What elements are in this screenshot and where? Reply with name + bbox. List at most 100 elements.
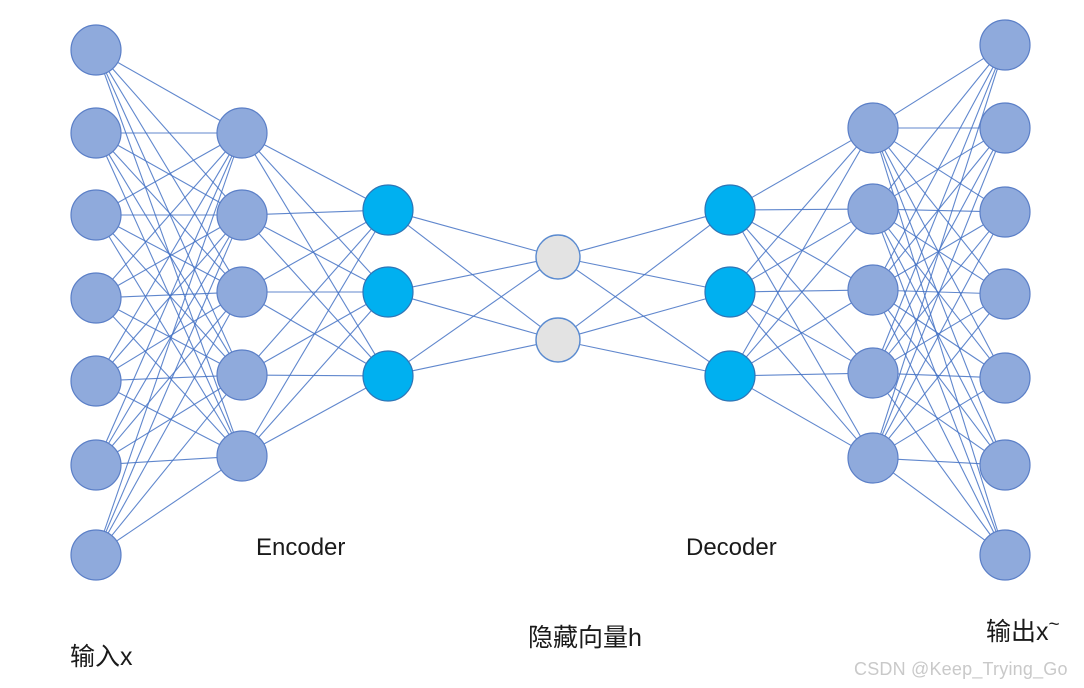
network-edge bbox=[742, 231, 861, 437]
network-edge bbox=[754, 289, 849, 293]
neuron-node-output-layer-5 bbox=[979, 352, 1031, 404]
network-edge bbox=[258, 228, 372, 357]
network-edge bbox=[111, 394, 227, 536]
network-edge bbox=[117, 144, 221, 204]
network-edge bbox=[117, 304, 221, 369]
neuron-node-output-layer-4 bbox=[979, 268, 1031, 320]
output-label-tilde: ~ bbox=[1048, 614, 1060, 636]
network-edge bbox=[120, 456, 218, 465]
network-edge bbox=[754, 372, 849, 377]
network-edge bbox=[881, 151, 997, 442]
network-edge bbox=[879, 151, 999, 532]
network-edge bbox=[108, 71, 230, 271]
network-edge bbox=[894, 390, 984, 446]
nodes-group bbox=[70, 19, 1031, 581]
network-edge bbox=[894, 306, 984, 361]
network-edge bbox=[112, 151, 226, 274]
output-label-base: 输出x bbox=[986, 618, 1049, 646]
network-edge bbox=[887, 309, 991, 446]
network-edge bbox=[116, 469, 222, 542]
neuron-node-decoder-hidden-1-1 bbox=[704, 184, 756, 236]
network-edge bbox=[263, 221, 367, 281]
neuron-node-decoder-hidden-2-4 bbox=[847, 347, 899, 399]
output-label: 输出x~ bbox=[986, 616, 1060, 646]
neuron-node-output-layer-7 bbox=[979, 529, 1031, 581]
network-edge bbox=[412, 344, 537, 372]
network-edge bbox=[411, 298, 537, 335]
network-edge bbox=[579, 343, 706, 372]
network-edge bbox=[263, 387, 367, 445]
network-edge bbox=[408, 269, 541, 363]
network-edge bbox=[266, 210, 364, 215]
network-edge bbox=[881, 67, 997, 351]
network-edge bbox=[112, 151, 226, 280]
network-edge bbox=[579, 216, 707, 252]
neuron-node-output-layer-6 bbox=[979, 439, 1031, 491]
network-edge bbox=[888, 64, 990, 190]
network-edge bbox=[254, 154, 376, 355]
network-edge bbox=[579, 298, 707, 335]
neuron-node-decoder-hidden-1-2 bbox=[704, 266, 756, 318]
network-edge bbox=[117, 391, 221, 446]
network-edge bbox=[884, 66, 994, 269]
network-edge bbox=[266, 374, 364, 377]
network-edge bbox=[897, 209, 981, 212]
neuron-node-input-layer-6 bbox=[70, 439, 122, 491]
network-edge bbox=[893, 140, 985, 200]
neuron-node-input-layer-3 bbox=[70, 189, 122, 241]
neuron-node-encoder-hidden-1-4 bbox=[216, 349, 268, 401]
network-edge bbox=[880, 68, 998, 435]
neuron-node-output-layer-2 bbox=[979, 102, 1031, 154]
network-edge bbox=[263, 144, 367, 199]
network-edge bbox=[117, 226, 221, 281]
network-edge bbox=[111, 310, 227, 447]
network-edge bbox=[742, 149, 861, 355]
network-edge bbox=[108, 154, 230, 360]
network-edge bbox=[112, 315, 226, 439]
network-edge bbox=[407, 224, 541, 328]
neuron-node-bottleneck-layer-2 bbox=[535, 317, 581, 363]
neuron-node-decoder-hidden-2-1 bbox=[847, 102, 899, 154]
network-edge bbox=[888, 313, 990, 439]
network-edge bbox=[883, 312, 995, 533]
network-edge bbox=[103, 156, 235, 532]
neuron-node-output-layer-1 bbox=[979, 19, 1031, 71]
network-edge bbox=[883, 230, 995, 444]
edges-group bbox=[103, 57, 999, 542]
network-edge bbox=[884, 233, 994, 437]
neuron-node-encoder-hidden-2-1 bbox=[362, 184, 414, 236]
network-edge bbox=[746, 146, 857, 274]
network-edge bbox=[254, 231, 376, 435]
neuron-node-decoder-hidden-2-3 bbox=[847, 264, 899, 316]
neuron-node-encoder-hidden-2-3 bbox=[362, 350, 414, 402]
network-edge bbox=[751, 221, 852, 280]
hidden-vector-label: 隐藏向量h bbox=[528, 624, 642, 652]
network-edge bbox=[116, 387, 222, 453]
neuron-node-decoder-hidden-1-3 bbox=[704, 350, 756, 402]
network-edge bbox=[258, 310, 372, 438]
network-edge bbox=[745, 227, 858, 358]
network-edge bbox=[751, 387, 852, 447]
network-edge bbox=[117, 61, 221, 122]
neuron-node-input-layer-2 bbox=[70, 107, 122, 159]
network-edge bbox=[412, 260, 537, 288]
neuron-node-input-layer-4 bbox=[70, 272, 122, 324]
network-edge bbox=[893, 386, 985, 452]
neuron-node-input-layer-1 bbox=[70, 24, 122, 76]
network-edge bbox=[120, 292, 218, 298]
neuron-node-output-layer-3 bbox=[979, 186, 1031, 238]
network-edge bbox=[575, 224, 711, 328]
network-edge bbox=[105, 237, 233, 533]
network-edge bbox=[881, 151, 997, 435]
network-edge bbox=[575, 269, 710, 363]
network-edge bbox=[107, 313, 231, 534]
neuron-node-encoder-hidden-1-3 bbox=[216, 266, 268, 318]
neuron-node-decoder-hidden-2-2 bbox=[847, 183, 899, 235]
network-edge bbox=[579, 260, 706, 288]
network-edge bbox=[887, 392, 991, 536]
neuron-node-decoder-hidden-2-5 bbox=[847, 432, 899, 484]
network-edge bbox=[893, 57, 985, 116]
neuron-node-bottleneck-layer-1 bbox=[535, 234, 581, 280]
